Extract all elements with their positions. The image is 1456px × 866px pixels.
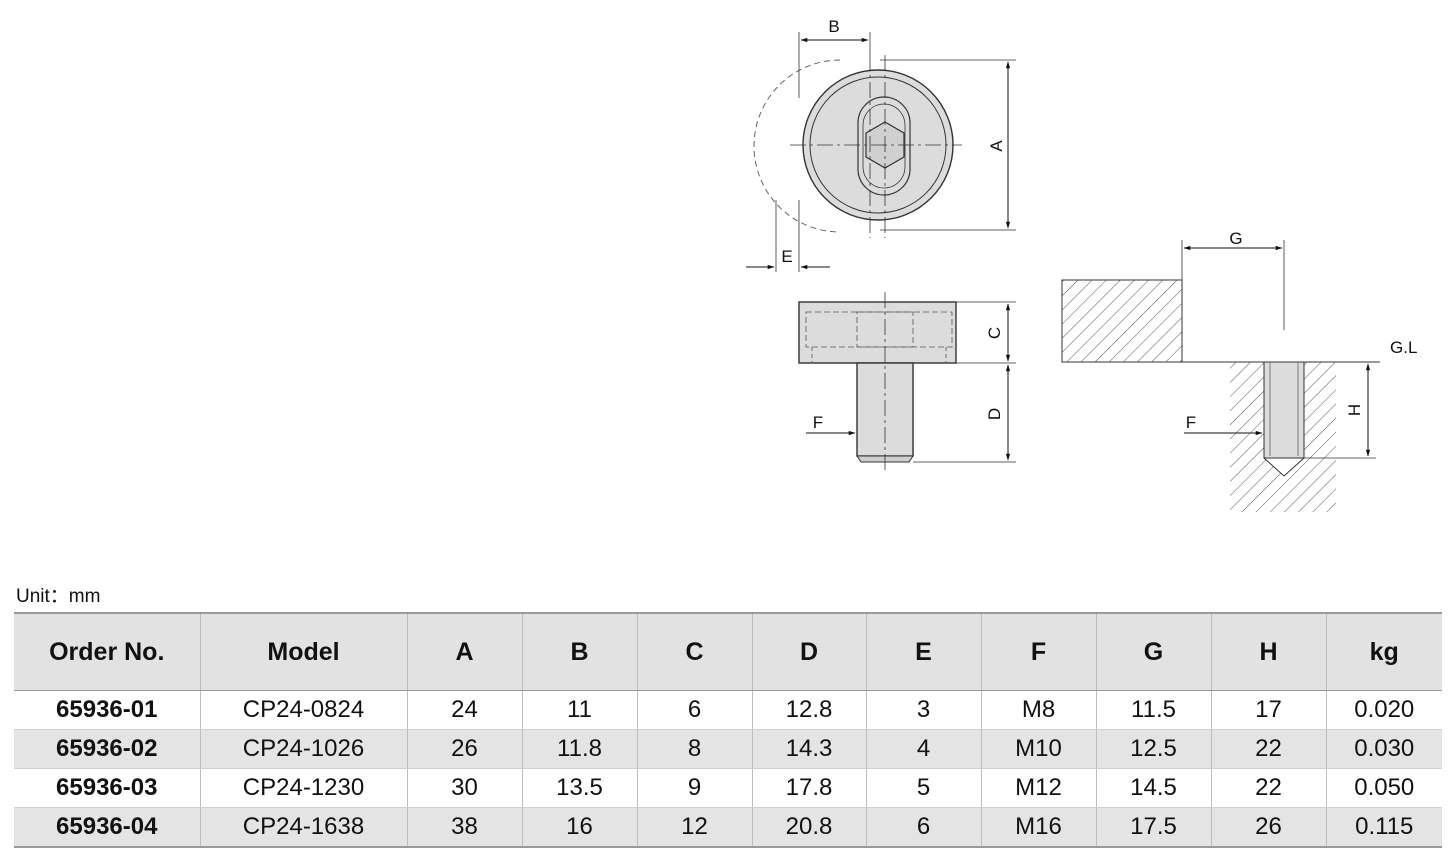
table-cell: M16 bbox=[981, 807, 1097, 848]
table-cell: 8 bbox=[637, 729, 753, 769]
table-cell: 0.115 bbox=[1326, 807, 1442, 848]
table-row: 65936-04 CP24-1638 38 16 12 20.8 6 M16 1… bbox=[14, 807, 1442, 848]
table-cell: 14.5 bbox=[1096, 768, 1212, 808]
table-cell: 14.3 bbox=[752, 729, 867, 769]
table-cell: 17.5 bbox=[1096, 807, 1212, 848]
table-cell: 0.030 bbox=[1326, 729, 1442, 769]
column-header: E bbox=[866, 612, 982, 691]
table-row: 65936-01 CP24-0824 24 11 6 12.8 3 M8 11.… bbox=[14, 690, 1442, 730]
column-header: B bbox=[522, 612, 638, 691]
table-cell: 3 bbox=[866, 690, 982, 730]
table-cell: M8 bbox=[981, 690, 1097, 730]
model-cell: CP24-0824 bbox=[200, 690, 408, 730]
installation-view: G G.L H F bbox=[1061, 229, 1417, 512]
dim-label-b: B bbox=[828, 17, 839, 36]
spec-table: Order No. Model A B C D E F G H kg 65936… bbox=[14, 612, 1442, 848]
table-cell: 12.8 bbox=[752, 690, 867, 730]
unit-label: Unit：mm bbox=[16, 586, 101, 607]
table-cell: 4 bbox=[866, 729, 982, 769]
model-cell: CP24-1230 bbox=[200, 768, 408, 808]
table-cell: 26 bbox=[1211, 807, 1327, 848]
table-cell: 17 bbox=[1211, 690, 1327, 730]
column-header: C bbox=[637, 612, 753, 691]
side-view: C D F bbox=[798, 292, 1016, 470]
table-row: 65936-03 CP24-1230 30 13.5 9 17.8 5 M12 … bbox=[14, 768, 1442, 808]
dim-label-f-side: F bbox=[813, 413, 823, 432]
table-cell: 11.8 bbox=[522, 729, 638, 769]
order-number-cell: 65936-03 bbox=[14, 768, 201, 808]
table-row: 65936-02 CP24-1026 26 11.8 8 14.3 4 M10 … bbox=[14, 729, 1442, 769]
technical-drawing: B A E C D F bbox=[746, 17, 1417, 512]
table-cell: M12 bbox=[981, 768, 1097, 808]
dim-label-e: E bbox=[781, 247, 792, 266]
column-header: D bbox=[752, 612, 867, 691]
column-header: Order No. bbox=[14, 612, 201, 691]
dim-label-a: A bbox=[987, 140, 1006, 152]
table-cell: 6 bbox=[637, 690, 753, 730]
table-cell: 12.5 bbox=[1096, 729, 1212, 769]
order-number-cell: 65936-01 bbox=[14, 690, 201, 730]
dim-label-d: D bbox=[985, 408, 1004, 420]
table-cell: 17.8 bbox=[752, 768, 867, 808]
dim-label-h: H bbox=[1345, 404, 1364, 416]
column-header: F bbox=[981, 612, 1097, 691]
table-cell: 30 bbox=[407, 768, 523, 808]
column-header: Model bbox=[200, 612, 408, 691]
top-view: B A E bbox=[746, 17, 1016, 272]
table-cell: 12 bbox=[637, 807, 753, 848]
model-cell: CP24-1638 bbox=[200, 807, 408, 848]
table-cell: 9 bbox=[637, 768, 753, 808]
table-cell: 26 bbox=[407, 729, 523, 769]
column-header: kg bbox=[1326, 612, 1442, 691]
table-cell: 11 bbox=[522, 690, 638, 730]
table-cell: 0.020 bbox=[1326, 690, 1442, 730]
order-number-cell: 65936-04 bbox=[14, 807, 201, 848]
table-cell: 6 bbox=[866, 807, 982, 848]
table-cell: 24 bbox=[407, 690, 523, 730]
column-header: H bbox=[1211, 612, 1327, 691]
table-cell: 5 bbox=[866, 768, 982, 808]
table-cell: 20.8 bbox=[752, 807, 867, 848]
table-cell: 22 bbox=[1211, 729, 1327, 769]
dim-label-c: C bbox=[985, 327, 1004, 339]
dim-label-f-install: F bbox=[1186, 413, 1196, 432]
table-cell: 11.5 bbox=[1096, 690, 1212, 730]
table-header-row: Order No. Model A B C D E F G H kg bbox=[14, 612, 1442, 691]
dim-label-g: G bbox=[1229, 229, 1242, 248]
column-header: G bbox=[1096, 612, 1212, 691]
table-cell: 16 bbox=[522, 807, 638, 848]
column-header: A bbox=[407, 612, 523, 691]
table-cell: 13.5 bbox=[522, 768, 638, 808]
table-cell: 0.050 bbox=[1326, 768, 1442, 808]
table-cell: 22 bbox=[1211, 768, 1327, 808]
table-cell: M10 bbox=[981, 729, 1097, 769]
ground-line-label: G.L bbox=[1390, 338, 1417, 357]
order-number-cell: 65936-02 bbox=[14, 729, 201, 769]
table-cell: 38 bbox=[407, 807, 523, 848]
model-cell: CP24-1026 bbox=[200, 729, 408, 769]
